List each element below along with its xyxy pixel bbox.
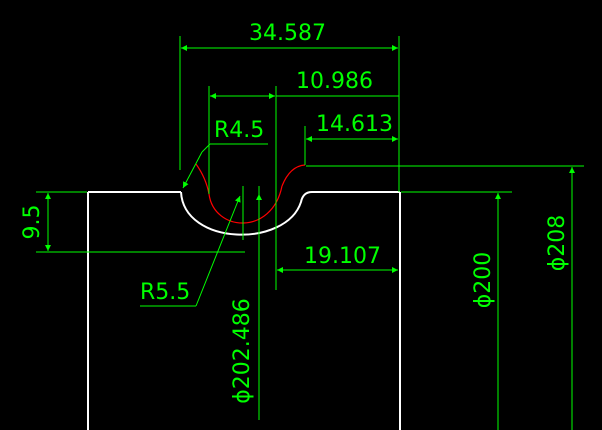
label-diameter-bottom: ϕ202.486: [230, 298, 255, 404]
dimension-labels: 34.587 10.986 14.613 R4.5 R5.5 19.107 9.…: [20, 21, 570, 404]
label-radius-large: R5.5: [140, 280, 190, 305]
red-arc-left: [195, 163, 210, 195]
label-right-offset: 14.613: [316, 112, 393, 137]
groove-profile: [180, 191, 313, 236]
label-radius-small: R4.5: [214, 118, 264, 143]
construction-arcs: [195, 163, 306, 224]
leader-r55: [195, 195, 241, 307]
red-arc-groove: [208, 185, 283, 224]
label-diameter-inner: ϕ200: [471, 252, 496, 309]
label-diameter-outer: ϕ208: [545, 215, 570, 272]
leader-r45-shoulder: [201, 143, 211, 153]
label-overall-width: 34.587: [249, 21, 326, 46]
label-groove-to-edge: 19.107: [304, 244, 381, 269]
part-outline: [87, 191, 401, 430]
leader-r45: [182, 151, 203, 189]
label-inner-width: 10.986: [296, 69, 373, 94]
label-groove-depth: 9.5: [20, 205, 45, 240]
dimension-lines: [36, 36, 584, 430]
red-arc-right: [281, 164, 306, 187]
